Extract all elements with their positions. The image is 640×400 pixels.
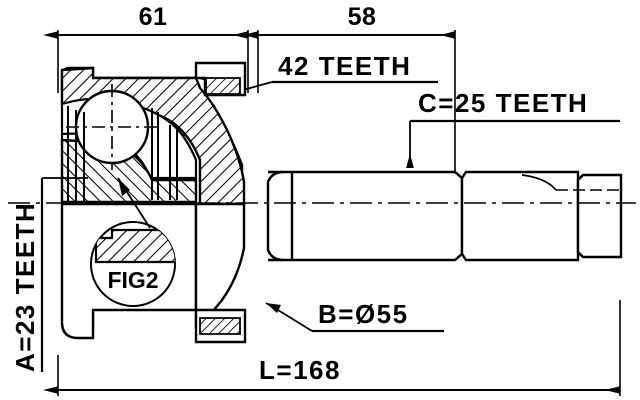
callout-42-teeth-label: 42 TEETH <box>278 51 411 81</box>
outer-race-notch-hatch <box>199 77 241 95</box>
extension-lines <box>57 30 621 396</box>
callout-b-diameter-arrowhead <box>266 303 281 313</box>
housing-bottom-end <box>60 310 95 340</box>
detail-leader-arrowhead <box>118 178 130 196</box>
detail-view-fig2: FIG2 <box>90 177 176 307</box>
cage-lines <box>151 108 178 200</box>
dimension-overall-length: L=168 <box>43 355 620 394</box>
dimension-61-label: 61 <box>139 3 168 31</box>
callout-b-diameter: B=Ø55 <box>265 299 444 333</box>
detail-label: FIG2 <box>107 267 158 293</box>
dimension-58-label: 58 <box>348 3 377 31</box>
shaft-end-section <box>576 173 623 259</box>
callout-b-diameter-label: B=Ø55 <box>318 299 409 329</box>
callout-c25-teeth: C=25 TEETH <box>406 88 620 168</box>
shaft-chamfer-arc <box>521 174 557 191</box>
callout-c25-teeth-label: C=25 TEETH <box>418 88 588 118</box>
shaft-boot-transition <box>266 170 284 262</box>
callout-a23-teeth-label: A=23 TEETH <box>10 202 40 372</box>
shaft-medium-section <box>460 170 580 262</box>
dimension-58: 58 <box>243 3 455 39</box>
outer-race-notch-bottom-hatch <box>199 317 241 335</box>
output-shaft <box>266 169 623 262</box>
dimension-overall-label: L=168 <box>259 355 341 385</box>
callout-a23-teeth: A=23 TEETH <box>10 177 88 372</box>
shaft-large-section <box>290 170 461 262</box>
dimension-61: 61 <box>43 3 248 39</box>
